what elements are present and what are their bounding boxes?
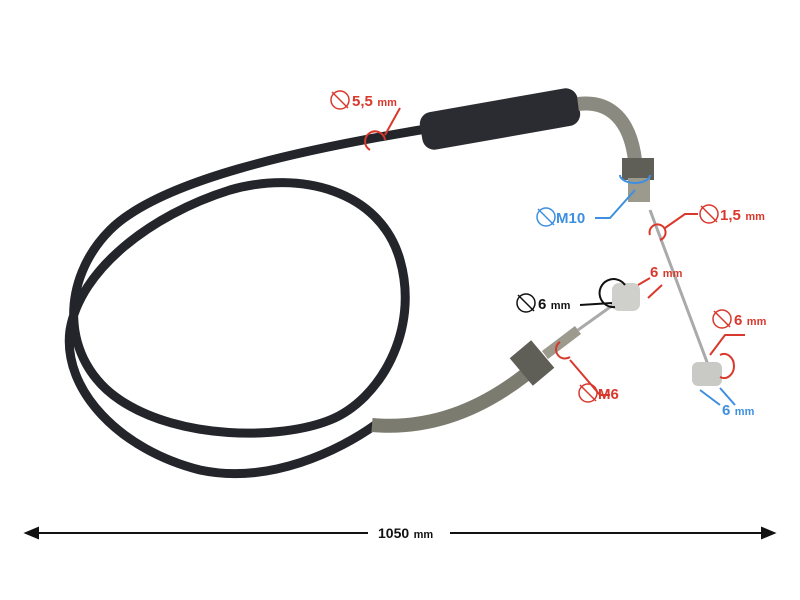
diameter-icon bbox=[330, 90, 350, 110]
total-length-dimension bbox=[23, 526, 777, 540]
bottom-nut bbox=[509, 340, 555, 386]
cable-sleeve bbox=[419, 88, 581, 150]
cable-housing bbox=[64, 125, 425, 479]
svg-text:1,5 mm: 1,5 mm bbox=[720, 207, 765, 224]
diameter-icon bbox=[536, 207, 556, 227]
svg-text:6 mm: 6 mm bbox=[734, 312, 767, 329]
right-end-length-value: 6 bbox=[722, 402, 730, 419]
top-nut bbox=[622, 158, 654, 180]
total-length-value: 1050 bbox=[378, 525, 409, 541]
arrow-m6 bbox=[555, 341, 610, 396]
outer-diameter-value: 5,5 bbox=[352, 93, 373, 110]
diameter-icon bbox=[712, 309, 732, 329]
arrow-left-dia bbox=[579, 278, 626, 309]
left-end-length-value: 6 bbox=[650, 264, 658, 281]
arrow-left-len bbox=[637, 277, 663, 299]
arrow-right-dia bbox=[709, 334, 745, 379]
arrow-wire bbox=[648, 213, 698, 241]
diameter-icon bbox=[699, 204, 719, 224]
arrow-right-len bbox=[699, 387, 736, 406]
svg-text:6 mm: 6 mm bbox=[538, 296, 571, 313]
right-end-diameter-unit: mm bbox=[747, 316, 767, 328]
wire-diameter-value: 1,5 bbox=[720, 207, 741, 224]
arrow-m10 bbox=[595, 174, 651, 219]
left-end-diameter-value: 6 bbox=[538, 296, 546, 313]
svg-text:5,5 mm: 5,5 mm bbox=[352, 93, 397, 110]
svg-text:6 mm: 6 mm bbox=[650, 264, 683, 281]
right-end-diameter-value: 6 bbox=[734, 312, 742, 329]
bottom-thread bbox=[541, 326, 582, 359]
bottom-metal-bend bbox=[371, 369, 530, 433]
svg-text:1050 mm: 1050 mm bbox=[378, 525, 433, 542]
thread-top-label: M10 bbox=[556, 210, 585, 227]
top-thread bbox=[628, 178, 650, 202]
outer-diameter-unit: mm bbox=[377, 97, 397, 109]
arrow-outer-diameter bbox=[364, 107, 401, 151]
diameter-icon bbox=[578, 383, 598, 403]
diameter-icon bbox=[516, 293, 536, 313]
wire-diameter-unit: mm bbox=[745, 211, 765, 223]
total-length-unit: mm bbox=[414, 529, 434, 541]
right-end-barrel bbox=[692, 362, 722, 386]
left-end-barrel bbox=[612, 283, 640, 311]
left-end-length-unit: mm bbox=[663, 268, 683, 280]
thread-bottom-label: M6 bbox=[598, 386, 619, 403]
inner-wire bbox=[648, 209, 712, 371]
svg-text:6 mm: 6 mm bbox=[722, 402, 755, 419]
right-end-length-unit: mm bbox=[735, 406, 755, 418]
left-end-diameter-unit: mm bbox=[551, 300, 571, 312]
top-metal-bend bbox=[577, 96, 642, 162]
